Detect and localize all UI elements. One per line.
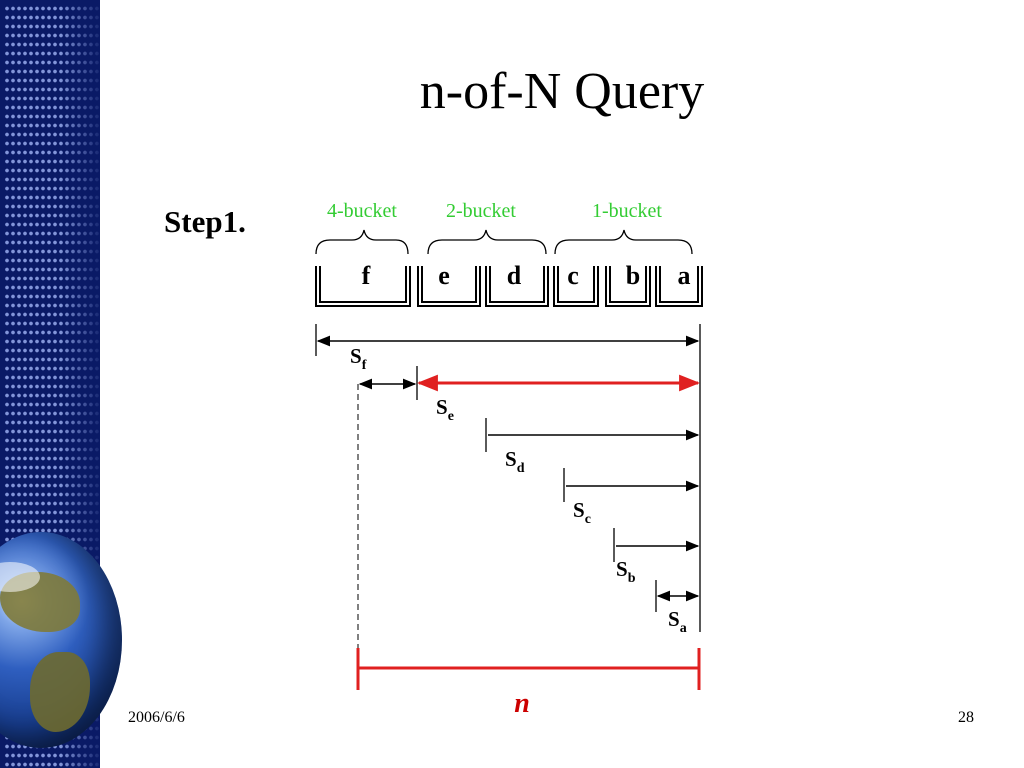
bucket-group-label-2: 2-bucket: [446, 200, 516, 222]
brace-2-bucket: [427, 229, 547, 255]
bucket-label-e: e: [438, 261, 450, 290]
slide-title: n-of-N Query: [419, 63, 705, 120]
bucket-label-d: d: [507, 261, 522, 290]
n-window-label: n: [514, 688, 530, 719]
bucket-row: [315, 266, 703, 307]
bucket-c: [553, 266, 599, 307]
bucket-f: [315, 266, 411, 307]
bucket-d: [485, 266, 549, 307]
bucket-e: [417, 266, 481, 307]
bucket-label-f: f: [362, 261, 371, 290]
bucket-label-b: b: [626, 261, 640, 290]
footer-page-number: 28: [958, 709, 974, 726]
bucket-a: [655, 266, 703, 307]
bucket-group-label-4: 4-bucket: [327, 200, 397, 222]
bucket-label-a: a: [678, 261, 691, 290]
brace-1-bucket: [554, 229, 693, 255]
step-label: Step1.: [164, 204, 246, 239]
span-label-d: Sd: [505, 447, 525, 476]
bucket-group-label-1: 1-bucket: [592, 200, 662, 222]
span-label-f: Sf: [350, 344, 367, 373]
span-label-a: Sa: [668, 607, 687, 636]
footer-date: 2006/6/6: [128, 709, 185, 726]
n-window-bracket: [356, 648, 701, 690]
span-label-b: Sb: [616, 557, 636, 586]
span-label-e: Se: [436, 395, 454, 424]
bucket-b: [605, 266, 651, 307]
brace-4-bucket: [315, 229, 409, 255]
bucket-label-c: c: [567, 261, 579, 290]
span-label-c: Sc: [573, 498, 591, 527]
